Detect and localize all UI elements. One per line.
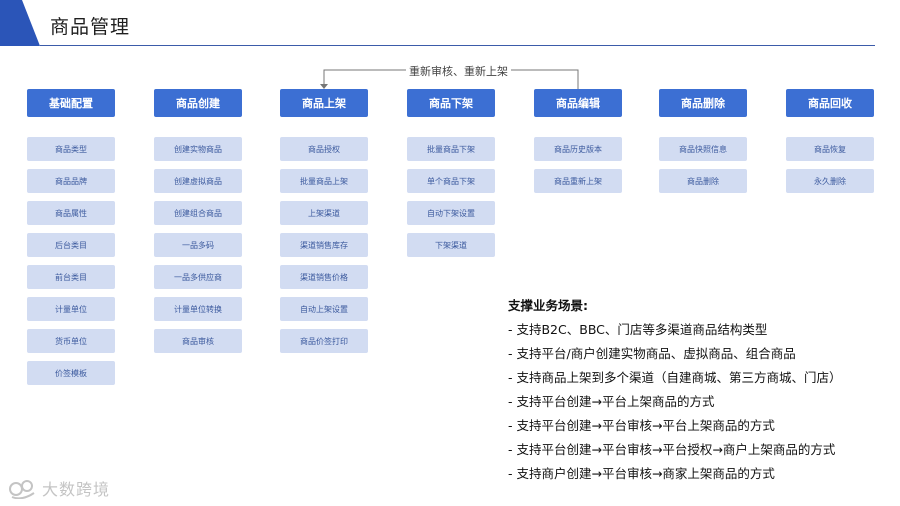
business-scenarios: 支撑业务场景: - 支持B2C、BBC、门店等多渠道商品结构类型 - 支持平台/… [508, 294, 842, 486]
stage-header: 商品删除 [659, 89, 747, 117]
stage-items: 商品历史版本商品重新上架 [534, 137, 622, 193]
stage-item: 前台类目 [27, 265, 115, 289]
note-line: - 支持平台创建→平台上架商品的方式 [508, 394, 715, 409]
watermark-logo-icon [9, 480, 35, 499]
column-7: 商品回收商品恢复永久删除 [786, 89, 874, 201]
note-line: - 支持商品上架到多个渠道（自建商城、第三方商城、门店） [508, 370, 842, 385]
stage-header: 商品上架 [280, 89, 368, 117]
stage-item: 商品价签打印 [280, 329, 368, 353]
note-line: - 支持B2C、BBC、门店等多渠道商品结构类型 [508, 322, 768, 337]
stage-item: 上架渠道 [280, 201, 368, 225]
stage-header: 商品编辑 [534, 89, 622, 117]
page-title: 商品管理 [50, 16, 131, 38]
stage-item: 商品删除 [659, 169, 747, 193]
stage-item: 商品重新上架 [534, 169, 622, 193]
stage-item: 自动下架设置 [407, 201, 495, 225]
stage-item: 批量商品下架 [407, 137, 495, 161]
stage-item: 一品多供应商 [154, 265, 242, 289]
stage-item: 创建虚拟商品 [154, 169, 242, 193]
stage-header: 商品创建 [154, 89, 242, 117]
stage-header: 基础配置 [27, 89, 115, 117]
stage-item: 商品品牌 [27, 169, 115, 193]
stage-item: 创建实物商品 [154, 137, 242, 161]
stage-items: 商品快照信息商品删除 [659, 137, 747, 193]
stage-item: 批量商品上架 [280, 169, 368, 193]
watermark: 大数跨境 [8, 476, 110, 500]
stage-item: 自动上架设置 [280, 297, 368, 321]
column-3: 商品上架商品授权批量商品上架上架渠道渠道销售库存渠道销售价格自动上架设置商品价签… [280, 89, 368, 361]
stage-item: 商品快照信息 [659, 137, 747, 161]
stage-item: 货币单位 [27, 329, 115, 353]
column-6: 商品删除商品快照信息商品删除 [659, 89, 747, 201]
stage-item: 渠道销售库存 [280, 233, 368, 257]
stage-item: 商品历史版本 [534, 137, 622, 161]
stage-item: 创建组合商品 [154, 201, 242, 225]
stage-items: 商品恢复永久删除 [786, 137, 874, 193]
stage-items: 商品类型商品品牌商品属性后台类目前台类目计量单位货币单位价签模板 [27, 137, 115, 385]
stage-item: 商品恢复 [786, 137, 874, 161]
column-4: 商品下架批量商品下架单个商品下架自动下架设置下架渠道 [407, 89, 495, 265]
stage-item: 价签模板 [27, 361, 115, 385]
corner-accent [0, 0, 40, 46]
stage-item: 一品多码 [154, 233, 242, 257]
column-1: 基础配置商品类型商品品牌商品属性后台类目前台类目计量单位货币单位价签模板 [27, 89, 115, 393]
stage-item: 商品属性 [27, 201, 115, 225]
watermark-text: 大数跨境 [42, 480, 111, 499]
title-divider [40, 45, 875, 46]
loop-label: 重新审核、重新上架 [406, 63, 511, 79]
column-2: 商品创建创建实物商品创建虚拟商品创建组合商品一品多码一品多供应商计量单位转换商品… [154, 89, 242, 361]
stage-item: 永久删除 [786, 169, 874, 193]
stage-item: 下架渠道 [407, 233, 495, 257]
stage-items: 商品授权批量商品上架上架渠道渠道销售库存渠道销售价格自动上架设置商品价签打印 [280, 137, 368, 353]
stage-item: 商品审核 [154, 329, 242, 353]
stage-item: 计量单位 [27, 297, 115, 321]
stage-items: 批量商品下架单个商品下架自动下架设置下架渠道 [407, 137, 495, 257]
stage-item: 计量单位转换 [154, 297, 242, 321]
stage-item: 渠道销售价格 [280, 265, 368, 289]
note-line: - 支持商户创建→平台审核→商家上架商品的方式 [508, 466, 775, 481]
stage-item: 后台类目 [27, 233, 115, 257]
stage-header: 商品回收 [786, 89, 874, 117]
stage-item: 商品授权 [280, 137, 368, 161]
notes-title: 支撑业务场景: [508, 298, 588, 313]
note-line: - 支持平台创建→平台审核→平台授权→商户上架商品的方式 [508, 442, 836, 457]
note-line: - 支持平台创建→平台审核→平台上架商品的方式 [508, 418, 775, 433]
stage-item: 商品类型 [27, 137, 115, 161]
stage-header: 商品下架 [407, 89, 495, 117]
stage-item: 单个商品下架 [407, 169, 495, 193]
stage-items: 创建实物商品创建虚拟商品创建组合商品一品多码一品多供应商计量单位转换商品审核 [154, 137, 242, 353]
column-5: 商品编辑商品历史版本商品重新上架 [534, 89, 622, 201]
note-line: - 支持平台/商户创建实物商品、虚拟商品、组合商品 [508, 346, 796, 361]
